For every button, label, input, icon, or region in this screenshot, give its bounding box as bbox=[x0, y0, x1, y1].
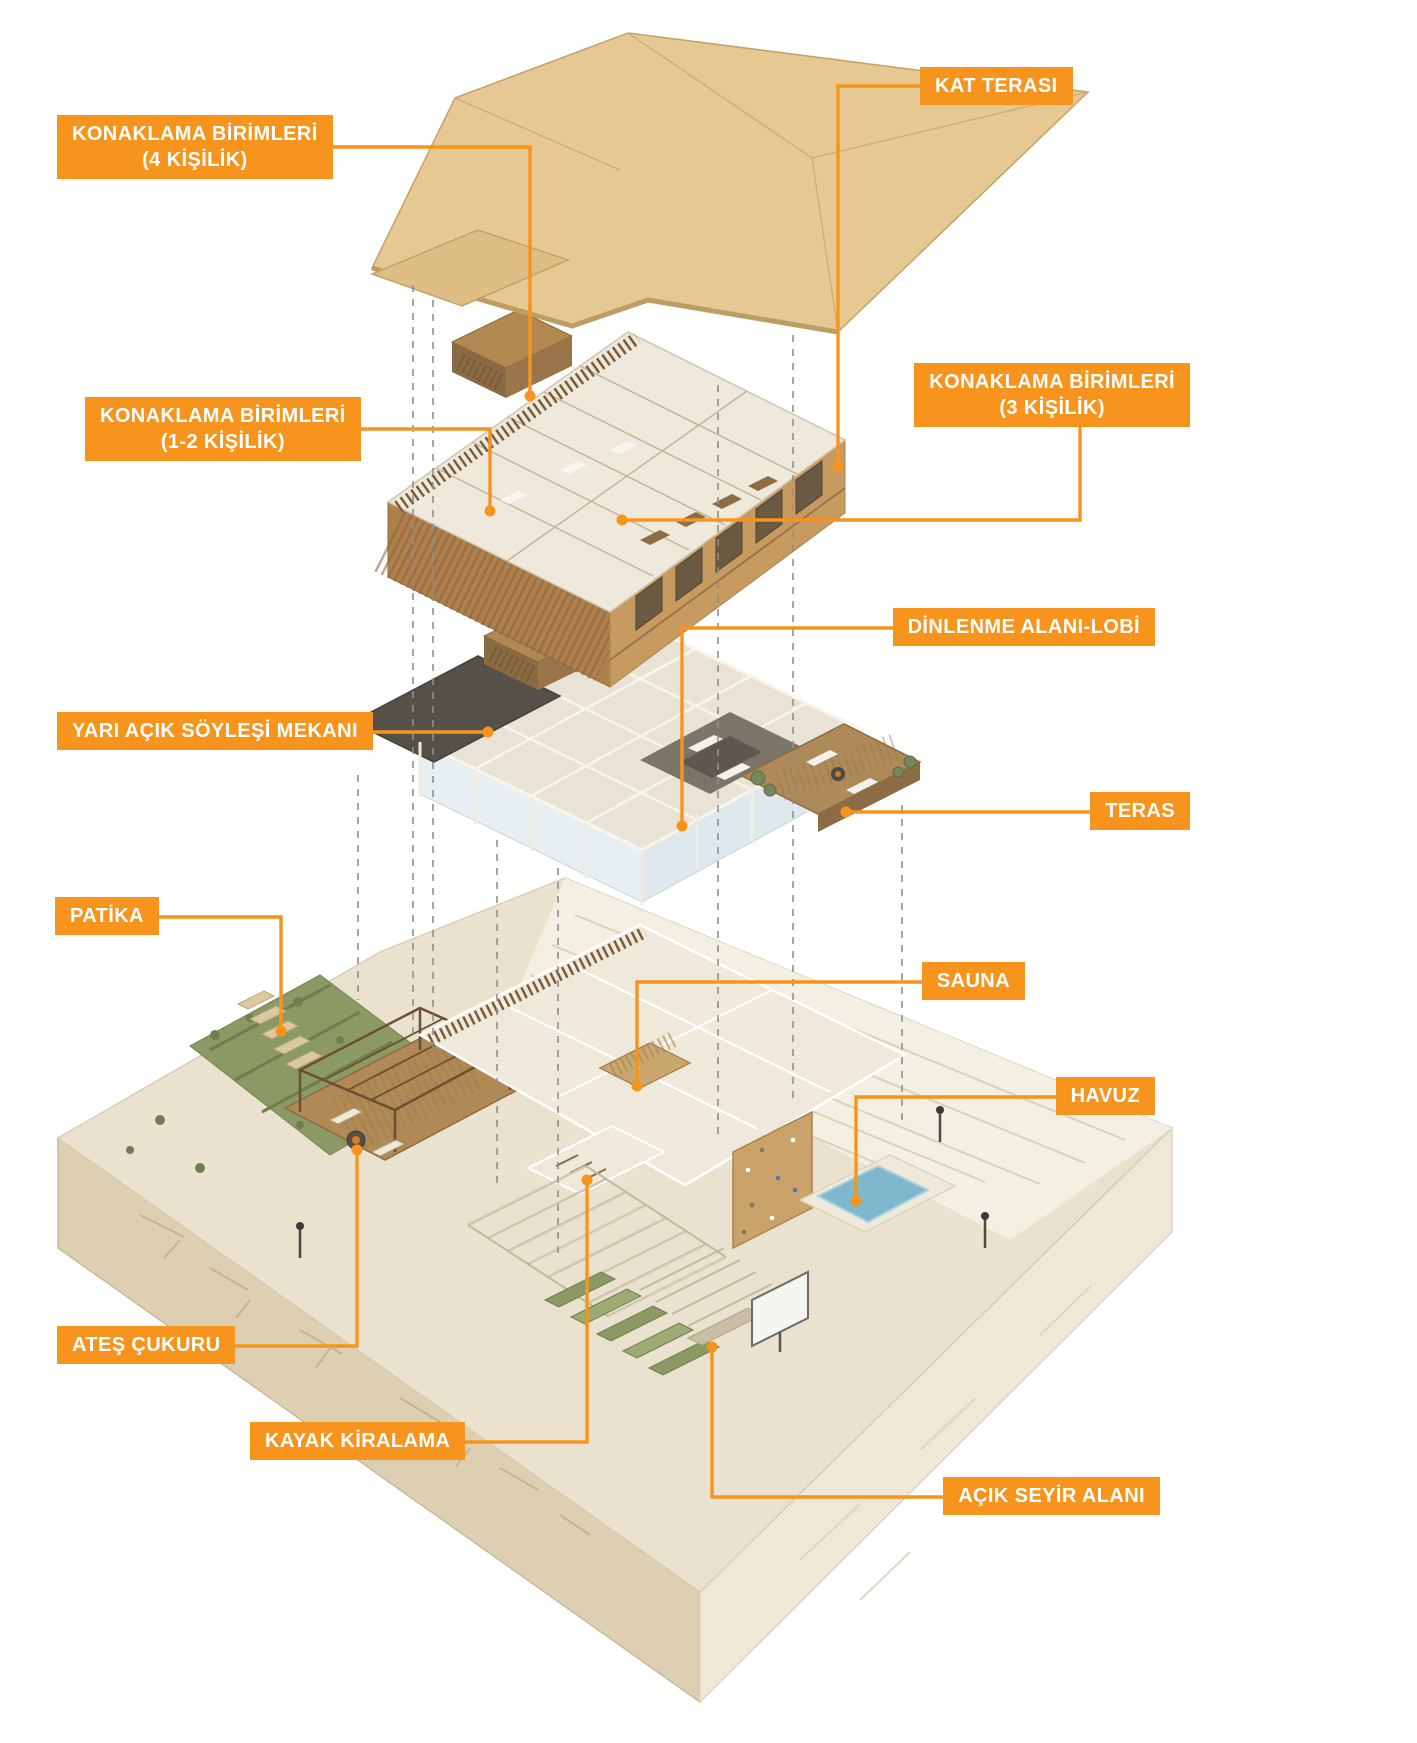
label-kayak-kiralama: KAYAK KİRALAMA bbox=[250, 1422, 466, 1460]
terrace-sofa bbox=[806, 750, 838, 766]
sauna-room bbox=[598, 1042, 692, 1089]
stair-edges bbox=[467, 1165, 727, 1317]
upper-core-box bbox=[450, 309, 574, 398]
ground-floor-slat-wall bbox=[427, 926, 648, 1046]
deck-bench bbox=[370, 1139, 406, 1157]
label-havuz: HAVUZ bbox=[1055, 1077, 1155, 1115]
leader-sauna bbox=[635, 980, 985, 1086]
site-lamp bbox=[296, 1222, 304, 1258]
semi-open-canopy bbox=[350, 655, 562, 763]
leader-havuz bbox=[854, 1095, 1115, 1201]
accommodation-level bbox=[374, 309, 847, 688]
label-sauna: SAUNA bbox=[921, 962, 1025, 1000]
lounge-rug bbox=[680, 736, 762, 778]
balcony-rail bbox=[609, 487, 846, 661]
label-yari-acik-soylesi-mekani: YARI AÇIK SÖYLEŞİ MEKANI bbox=[57, 712, 373, 750]
label-konaklama-4-kisilik: KONAKLAMA BİRİMLERİ (4 KİŞİLİK) bbox=[57, 115, 333, 179]
roof-level bbox=[369, 32, 1090, 335]
fire-pit-flame bbox=[352, 1136, 360, 1144]
climbing-wall bbox=[732, 1110, 813, 1250]
site-lamp bbox=[936, 1106, 944, 1142]
label-konaklama-1-2-kisilik: KONAKLAMA BİRİMLERİ (1-2 KİŞİLİK) bbox=[85, 397, 361, 461]
site-lamp bbox=[981, 1212, 989, 1248]
site-level bbox=[56, 877, 1174, 1704]
label-ates-cukuru: ATEŞ ÇUKURU bbox=[57, 1326, 236, 1364]
deck-planks bbox=[331, 1035, 484, 1152]
label-teras: TERAS bbox=[1090, 792, 1190, 830]
projection-dashed-lines bbox=[357, 285, 903, 1258]
label-kat-terasi: KAT TERASI bbox=[920, 67, 1073, 105]
upper-facade-slats bbox=[374, 508, 626, 682]
label-patika: PATİKA bbox=[55, 897, 159, 935]
label-dinlenme-alani-lobi: DİNLENME ALANI-LOBİ bbox=[892, 608, 1155, 646]
label-konaklama-3-kisilik: KONAKLAMA BİRİMLERİ (3 KİŞİLİK) bbox=[914, 363, 1190, 427]
roof-hip-lines bbox=[454, 32, 1089, 333]
deck-bench bbox=[328, 1107, 364, 1125]
leader-dots bbox=[275, 390, 862, 1353]
upper-facade-windows bbox=[635, 460, 823, 631]
terrace-fire-flame bbox=[835, 771, 841, 777]
terrace-planters bbox=[750, 755, 917, 797]
lobby-frame-grid bbox=[474, 647, 808, 825]
leader-konaklama-3 bbox=[622, 420, 1082, 522]
terrace-sofa bbox=[846, 778, 878, 794]
secondary-roof bbox=[369, 229, 571, 307]
cliff-face-southeast-texture bbox=[799, 1284, 1093, 1601]
climbing-holds bbox=[741, 1137, 798, 1235]
lounge-sofa bbox=[716, 763, 751, 780]
lounge-sofa bbox=[688, 735, 723, 752]
room-partitions bbox=[435, 365, 798, 577]
pool bbox=[815, 1164, 931, 1224]
viewing-seating-steps bbox=[639, 1247, 773, 1327]
outdoor-screen bbox=[751, 1270, 809, 1348]
label-acik-seyir-alani: AÇIK SEYİR ALANI bbox=[943, 1477, 1160, 1515]
